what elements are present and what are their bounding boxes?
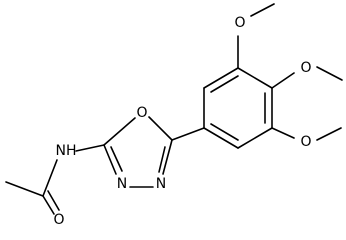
- bond-nitrogen-ring: [75, 144, 105, 152]
- bond-o-top-methyl: [250, 3, 275, 17]
- bond-carbonyl-nitrogen: [42, 159, 58, 197]
- bond-ph-c2-c3-inner: [210, 75, 239, 93]
- oxygen-methoxy-bottom-label: O: [300, 134, 311, 150]
- bonds: [5, 3, 343, 215]
- oxygen-ring-label: O: [136, 105, 147, 121]
- bond-carbonyl-double-a: [42, 195, 55, 215]
- nitrogen-3-label: N: [117, 176, 127, 192]
- bond-ph-c3-c4: [237, 67, 273, 89]
- bond-n3-c2: [103, 144, 117, 175]
- bond-c2-oring: [103, 117, 136, 146]
- bond-o-bottom-methyl: [316, 127, 342, 141]
- bond-c5-n4: [162, 139, 173, 175]
- bond-c5-n4-inner: [158, 146, 166, 173]
- oxygen-carbonyl-label: O: [53, 212, 64, 228]
- nh-label: NH: [56, 143, 77, 159]
- oxygen-methoxy-para-label: O: [300, 60, 311, 76]
- bond-ph-c2-c3: [203, 67, 239, 89]
- bond-ph-c5-c6: [237, 127, 273, 149]
- bond-ph-c6-c1-inner: [210, 123, 239, 141]
- atom-labels: O NH O N N O O O: [53, 15, 311, 228]
- background: [0, 0, 346, 230]
- bond-c5-o-bottom: [271, 127, 295, 139]
- bond-carbonyl-double-b: [47, 190, 60, 211]
- bond-c4-o-para: [271, 72, 295, 89]
- nitrogen-4-label: N: [156, 176, 166, 192]
- bond-oring-c5: [148, 116, 173, 141]
- oxygen-methoxy-top-label: O: [234, 15, 245, 31]
- bond-ph-c6-c1: [203, 127, 239, 149]
- bond-ring-phenyl: [171, 127, 205, 141]
- bond-n3-c2-inner: [110, 146, 123, 172]
- structure-drawing: O NH O N N O O O: [0, 0, 346, 230]
- bond-o-para-methyl: [316, 66, 343, 81]
- bond-methyl-carbonyl: [5, 181, 44, 197]
